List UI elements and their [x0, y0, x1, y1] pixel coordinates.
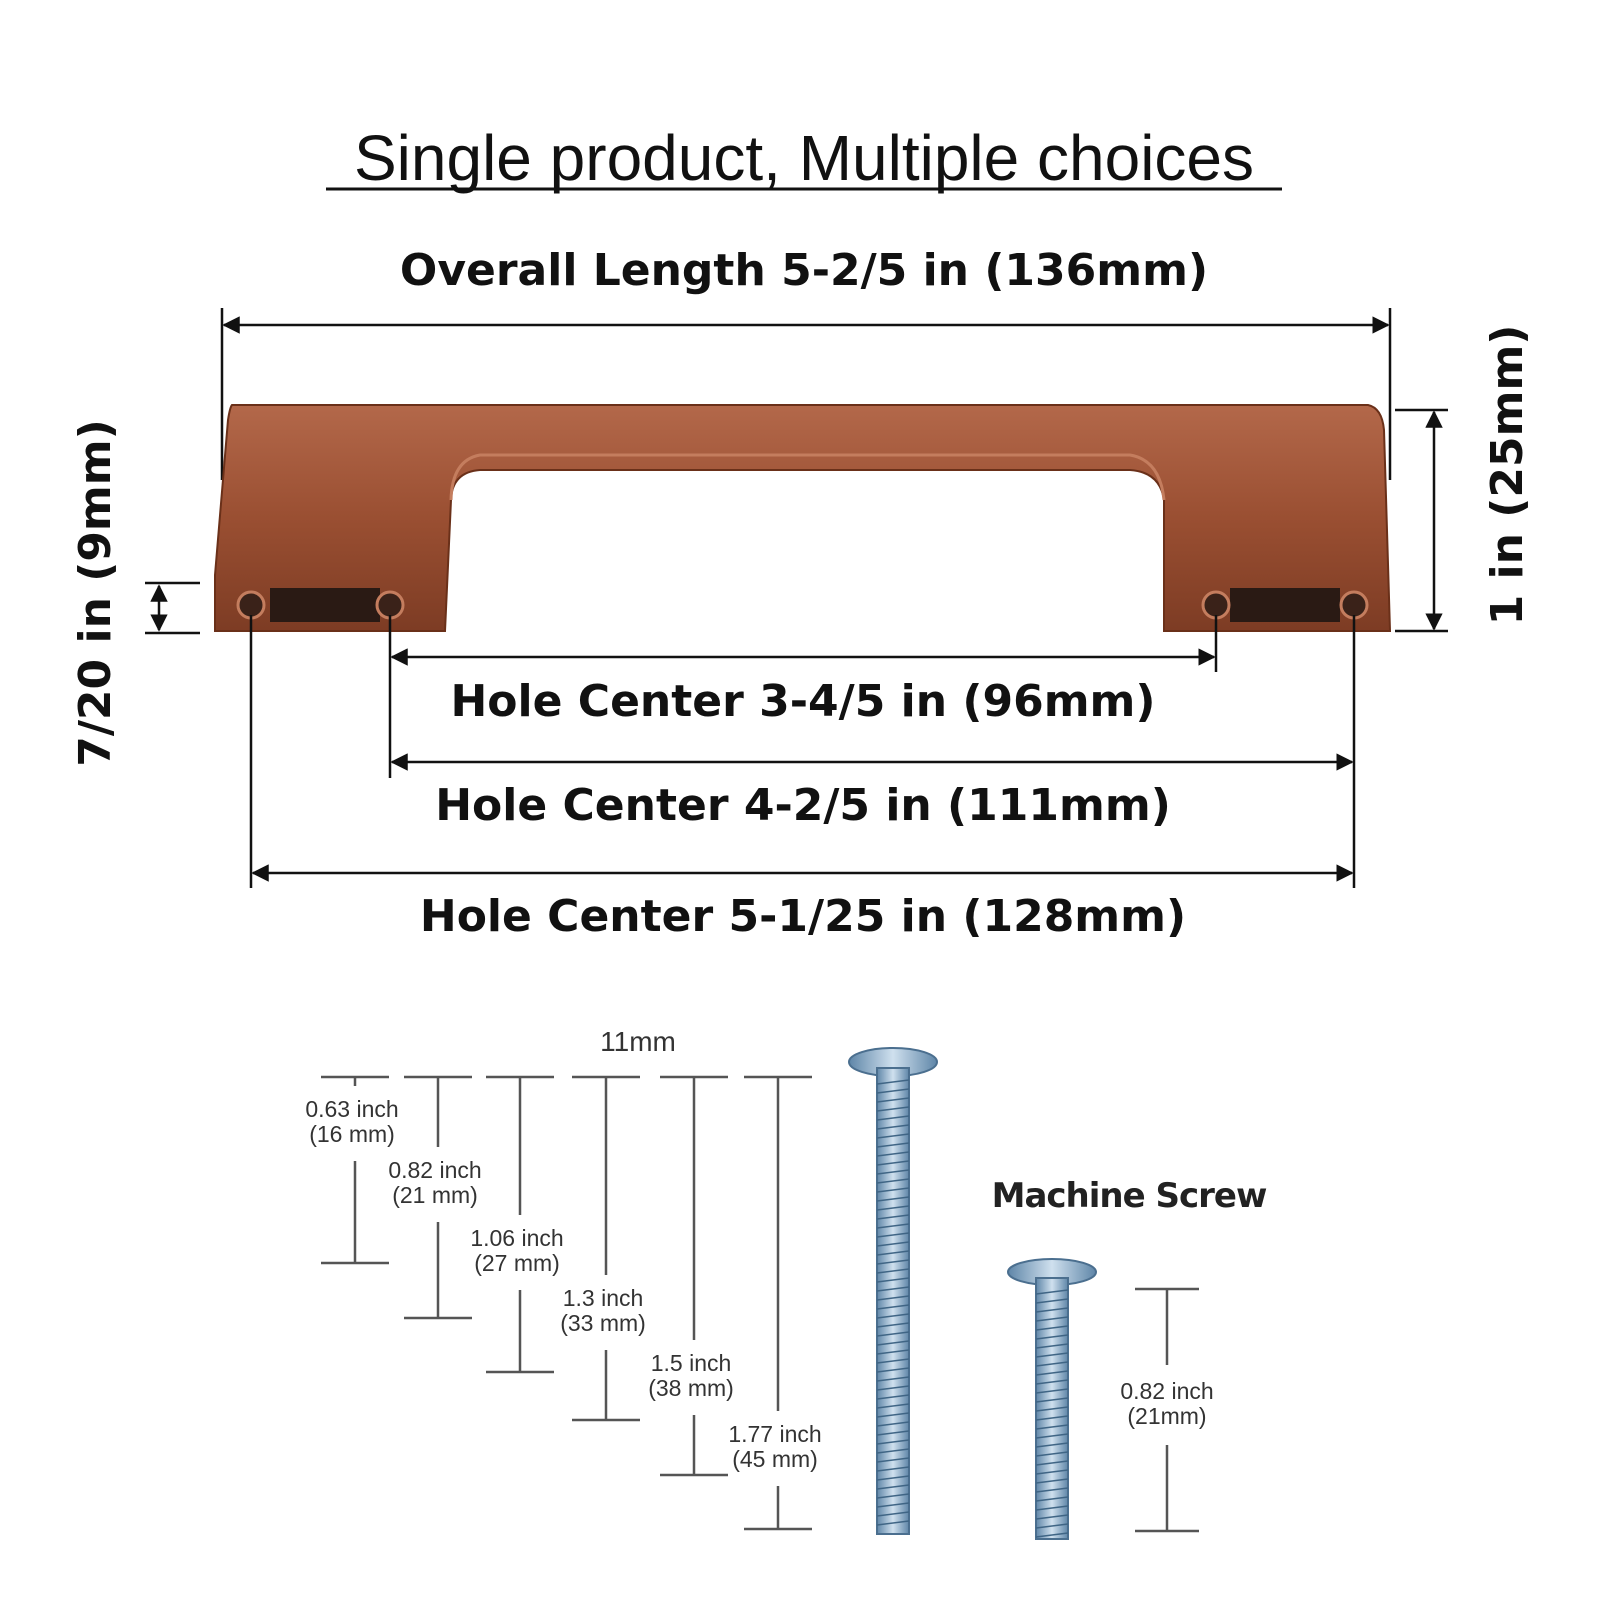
machine-screw-label: Machine Screw — [992, 1176, 1267, 1216]
screw-diameter-label: 11mm — [600, 1026, 676, 1057]
page-title: Single product, Multiple choices — [354, 122, 1254, 194]
base-height-label: 7/20 in (9mm) — [70, 419, 121, 767]
height-label: 1 in (25mm) — [1482, 325, 1533, 626]
screw-length-mm: (27 mm) — [474, 1250, 560, 1276]
screw-length-mm: (21 mm) — [392, 1182, 478, 1208]
screw-length-guides: 0.63 inch(16 mm) 0.82 inch(21 mm) 1.06 inc… — [305, 1075, 822, 1531]
screw-length-mm: (38 mm) — [648, 1375, 734, 1401]
screw-length-inch: 1.3 inch — [563, 1285, 644, 1311]
hole-center-128-label: Hole Center 5-1/25 in (128mm) — [420, 891, 1186, 942]
screw-length-inch: 0.63 inch — [305, 1096, 398, 1122]
screw-length-inch: 0.82 inch — [388, 1157, 481, 1183]
machine-screw-icon — [1007, 1258, 1097, 1540]
screw-length-inch: 1.5 inch — [651, 1350, 732, 1376]
overall-length-label: Overall Length 5-2/5 in (136mm) — [400, 245, 1208, 296]
copper-handle — [214, 404, 1392, 632]
screw-hole — [375, 590, 405, 620]
long-screw-icon — [848, 1047, 938, 1535]
screw-hole — [1201, 590, 1231, 620]
machine-screw-mm: (21mm) — [1127, 1403, 1206, 1429]
screw-length-mm: (16 mm) — [309, 1121, 395, 1147]
screw-length-inch: 1.06 inch — [470, 1225, 563, 1251]
hole-center-111-label: Hole Center 4-2/5 in (111mm) — [435, 780, 1171, 831]
screw-length-mm: (33 mm) — [560, 1310, 646, 1336]
screw-hole — [1339, 590, 1369, 620]
screw-length-inch: 1.77 inch — [728, 1421, 821, 1447]
hole-center-96-label: Hole Center 3-4/5 in (96mm) — [450, 676, 1155, 727]
screw-length-mm: (45 mm) — [732, 1446, 818, 1472]
machine-screw-inch: 0.82 inch — [1120, 1378, 1213, 1404]
screw-hole — [236, 590, 266, 620]
